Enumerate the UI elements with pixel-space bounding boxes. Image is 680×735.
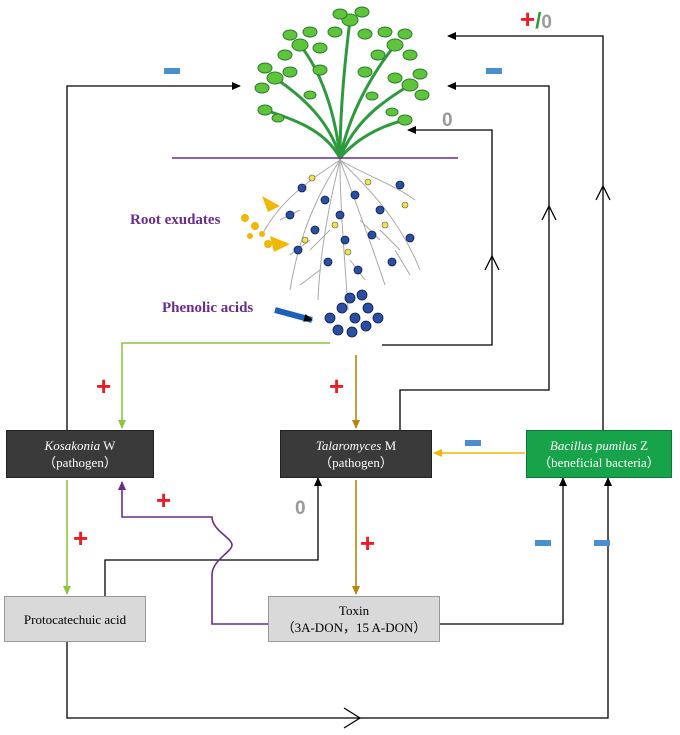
bacillus-role: （beneficial bacteria） [538,455,660,470]
toxin-detail: （3A-DON，15 A-DON） [281,620,427,635]
edge-bacillus-to-plant [447,32,604,430]
minus-sign-kosakonia-plant [164,68,180,74]
plus-sign-toxin-kosakonia: + [156,485,172,515]
edge-protocatechuic-to-bacillus [66,477,612,719]
zero-sign-protocatechuic-talaromyces: 0 [295,498,306,519]
node-kosakonia: Kosakonia W （pathogen） [6,430,154,478]
protocatechuic-label: Protocatechuic acid [23,611,127,627]
node-talaromyces: Talaromyces M （pathogen） [280,430,432,478]
minus-sign-talaromyces-plant [486,68,502,74]
edge-kosakonia-to-plant [66,82,241,430]
plant-icon [254,6,430,160]
root-exudates-label: Root exudates [130,212,221,228]
exudate-droplets-icon [241,196,290,252]
edge-toxin-to-bacillus [440,477,567,625]
bacillus-name: Bacillus pumilus [549,438,637,453]
rhizosphere-microbes-icon [285,174,415,275]
plus-sign-phenolic-talaromyces: + [329,371,345,401]
toxin-label: Toxin [338,603,370,618]
talaromyces-suffix: M [381,438,397,453]
bacillus-suffix: Z [636,438,649,453]
node-bacillus: Bacillus pumilus Z （beneficial bacteria） [526,430,672,478]
root-system-icon [261,159,421,311]
zero-sign-phenolic-plant: 0 [442,110,453,131]
phenolic-acid-molecules-icon [274,289,384,338]
talaromyces-name: Talaromyces [315,438,382,453]
minus-sign-bacillus-talaromyces [465,440,481,446]
edge-talaromyces-to-plant [399,82,550,430]
node-protocatechuic-acid: Protocatechuic acid [4,596,146,642]
node-toxin: Toxin （3A-DON，15 A-DON） [268,596,440,642]
edge-protocatechuic-to-talaromyces [104,477,322,596]
plus-zero-sign-bacillus-plant: +/0 [520,4,552,34]
plus-sign-phenolic-kosakonia: + [96,371,112,401]
edge-phenolic-to-plant [382,126,493,346]
talaromyces-role: （pathogen） [319,455,393,470]
edge-toxin-to-kosakonia [118,481,268,625]
plus-sign-kosakonia-protocatechuic: + [73,523,89,553]
phenolic-acids-label: Phenolic acids [162,300,254,316]
minus-sign-toxin-bacillus [535,540,551,546]
edge-phenolic-to-kosakonia [118,342,330,429]
plus-sign-talaromyces-toxin: + [360,528,376,558]
minus-sign-protocatechuic-bacillus [594,540,610,546]
kosakonia-name: Kosakonia [44,438,101,453]
kosakonia-suffix: W [100,438,116,453]
kosakonia-role: （pathogen） [43,455,117,470]
